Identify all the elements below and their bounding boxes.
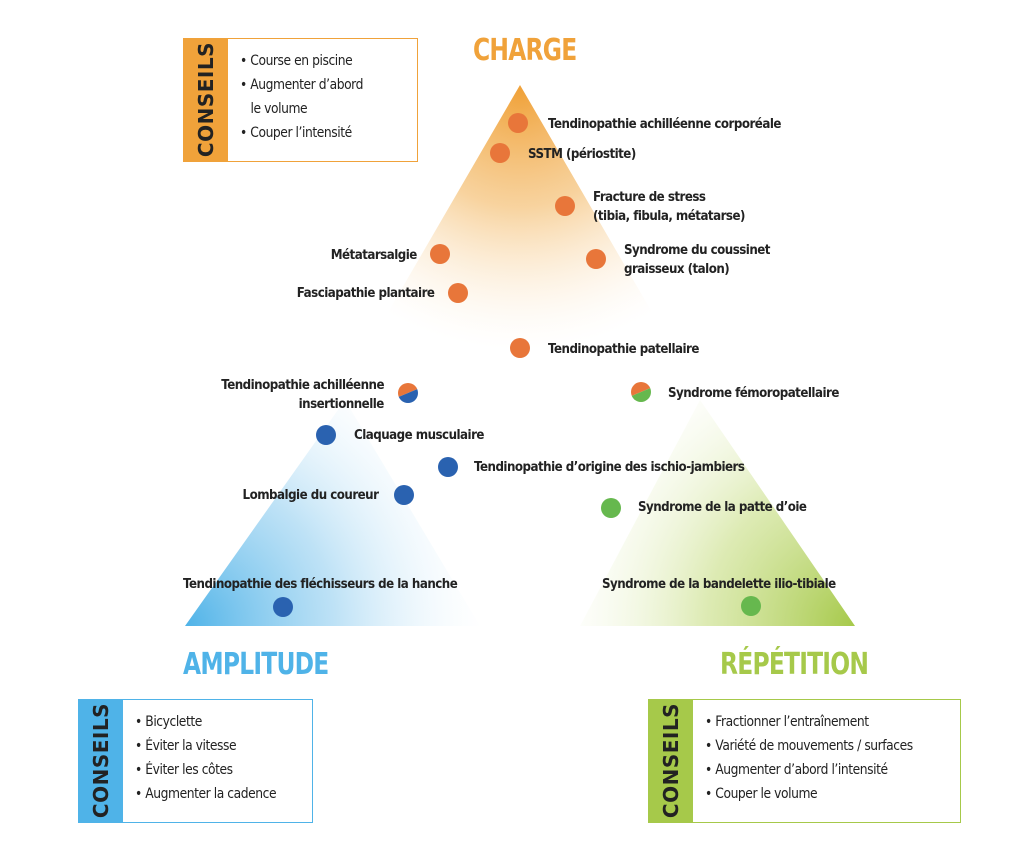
condition-label: SSTM (périostite) bbox=[528, 146, 636, 162]
advice-list: • Fractionner l’entraînement • Variété d… bbox=[693, 700, 951, 822]
condition-dot-charge bbox=[508, 113, 528, 133]
condition-label: Syndrome fémoropatellaire bbox=[668, 385, 839, 401]
condition-label: Syndrome de la bandelette ilio-tibiale bbox=[602, 576, 836, 592]
condition-dot-amplitude bbox=[316, 425, 336, 445]
condition-label: Tendinopathie achilléenne corporéale bbox=[548, 116, 781, 132]
charge-advice-box: CONSEILS • Course en piscine • Augmenter… bbox=[183, 38, 418, 162]
repetition-advice-box: CONSEILS • Fractionner l’entraînement • … bbox=[648, 699, 961, 823]
advice-tab: CONSEILS bbox=[649, 700, 693, 822]
condition-dot-charge-repetition bbox=[631, 382, 651, 402]
condition-dot-charge bbox=[586, 249, 606, 269]
advice-tab: CONSEILS bbox=[79, 700, 123, 822]
condition-dot-charge bbox=[555, 196, 575, 216]
condition-dot-repetition bbox=[601, 498, 621, 518]
condition-label: Syndrome du coussinet bbox=[624, 242, 770, 258]
advice-item: • Couper l’intensité bbox=[240, 125, 352, 141]
advice-item: • Fractionner l’entraînement bbox=[705, 714, 869, 730]
condition-label: Fracture de stress bbox=[593, 189, 706, 205]
amplitude-title: AMPLITUDE bbox=[183, 647, 329, 682]
repetition-triangle bbox=[580, 400, 855, 626]
advice-item: • Couper le volume bbox=[705, 786, 818, 802]
dot-half-repetition bbox=[631, 388, 651, 402]
advice-item: • Course en piscine bbox=[240, 53, 353, 69]
condition-dot-charge-amplitude bbox=[398, 383, 419, 403]
condition-label-line2: (tibia, fibula, métatarse) bbox=[593, 208, 745, 224]
advice-list: • Course en piscine • Augmenter d’abord … bbox=[228, 39, 390, 161]
advice-item: • Augmenter d’abord l’intensité bbox=[705, 762, 888, 778]
condition-dot-amplitude bbox=[438, 457, 458, 477]
condition-dot-charge bbox=[448, 283, 468, 303]
condition-label-line2: insertionnelle bbox=[298, 396, 385, 412]
condition-dot-amplitude bbox=[273, 597, 293, 617]
condition-dot-charge bbox=[510, 338, 530, 358]
advice-item: • Augmenter la cadence bbox=[135, 786, 277, 802]
condition-label: Métatarsalgie bbox=[330, 247, 418, 263]
advice-item: • Bicyclette bbox=[135, 714, 202, 730]
condition-label: Tendinopathie d’origine des ischio-jambi… bbox=[474, 459, 745, 475]
repetition-title: RÉPÉTITION bbox=[720, 647, 869, 682]
condition-label: Tendinopathie des fléchisseurs de la han… bbox=[183, 576, 458, 592]
condition-dot-amplitude bbox=[394, 485, 414, 505]
condition-label: Tendinopathie patellaire bbox=[548, 341, 699, 357]
condition-dot-repetition bbox=[741, 596, 761, 616]
advice-item: le volume bbox=[250, 101, 308, 117]
advice-list: • Bicyclette • Éviter la vitesse • Évite… bbox=[123, 700, 305, 822]
advice-tab-label: CONSEILS bbox=[194, 42, 218, 158]
condition-label: Lombalgie du coureur bbox=[242, 487, 378, 503]
amplitude-advice-box: CONSEILS • Bicyclette • Éviter la vitess… bbox=[78, 699, 313, 823]
advice-item: • Éviter la vitesse bbox=[135, 738, 237, 754]
amplitude-triangle bbox=[185, 400, 480, 626]
condition-label: Fasciapathie plantaire bbox=[296, 285, 434, 301]
dot-half-charge bbox=[631, 382, 651, 396]
charge-triangle bbox=[340, 85, 700, 395]
advice-item: • Variété de mouvements / surfaces bbox=[705, 738, 913, 754]
condition-label-line2: graisseux (talon) bbox=[624, 261, 730, 277]
condition-label: Syndrome de la patte d’oie bbox=[638, 499, 807, 515]
condition-dot-charge bbox=[490, 143, 510, 163]
advice-tab: CONSEILS bbox=[184, 39, 228, 161]
advice-item: • Éviter les côtes bbox=[135, 762, 233, 778]
condition-dot-charge bbox=[430, 244, 450, 264]
advice-tab-label: CONSEILS bbox=[659, 703, 683, 819]
dot-half-amplitude bbox=[398, 389, 419, 403]
condition-label: Claquage musculaire bbox=[354, 427, 484, 443]
advice-item: • Augmenter d’abord bbox=[240, 77, 363, 93]
charge-title: CHARGE bbox=[473, 33, 577, 68]
advice-tab-label: CONSEILS bbox=[89, 703, 113, 819]
dot-half-charge bbox=[398, 383, 418, 397]
condition-label: Tendinopathie achilléenne bbox=[221, 377, 384, 393]
